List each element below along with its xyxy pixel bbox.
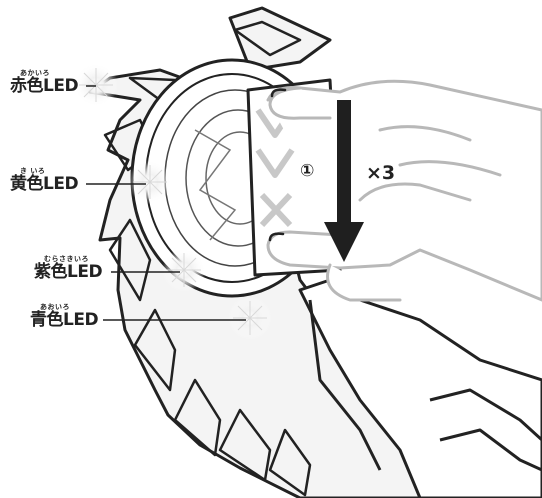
led-name-purple: 紫色LED — [34, 264, 102, 281]
led-label-blue: あおいろ 青色LED — [30, 304, 98, 329]
led-label-red: あかいろ 赤色LED — [10, 70, 78, 95]
led-name-yellow: 黄色LED — [10, 176, 78, 193]
led-label-purple: むらさきいろ 紫色LED — [34, 256, 102, 281]
led-name-red: 赤色LED — [10, 78, 78, 95]
led-label-yellow: き いろ 黄色LED — [10, 168, 78, 193]
led-name-blue: 青色LED — [30, 312, 98, 329]
step-number: ① — [300, 161, 314, 181]
repeat-count: ×3 — [366, 162, 395, 184]
